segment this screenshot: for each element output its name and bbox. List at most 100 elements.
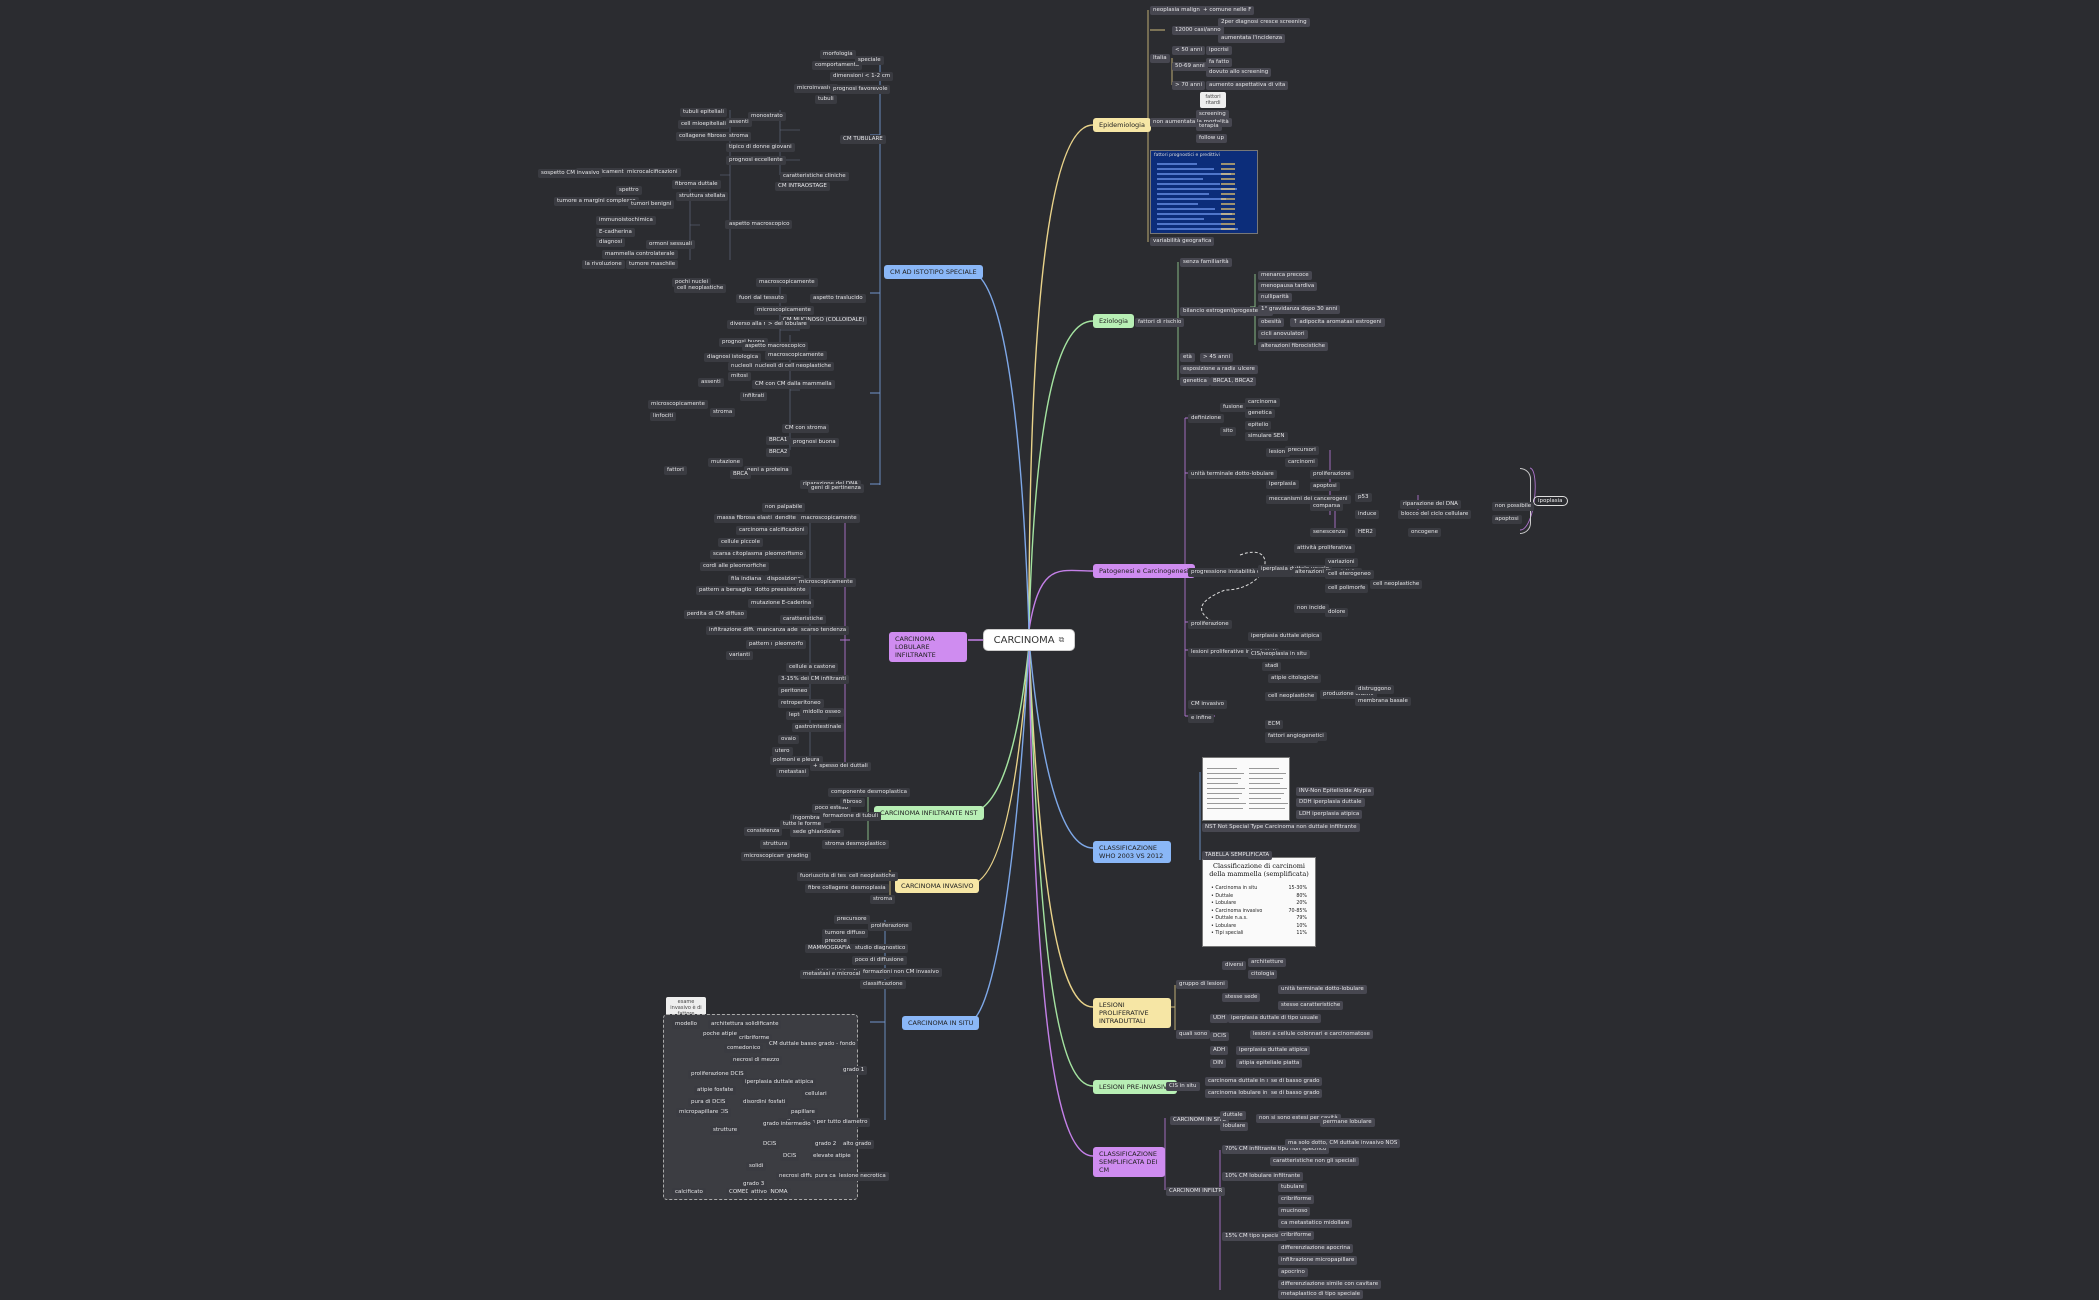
patogenesi-node[interactable]: cell polimorfe	[1325, 584, 1369, 593]
in-situ-group-node[interactable]: modello	[672, 1020, 701, 1029]
lobulare-node[interactable]: cordi alle pleomorfiche	[700, 562, 769, 571]
istotipo-speciale-node[interactable]: assenti	[726, 118, 752, 127]
classificazione-semplificata-node[interactable]: caratteristiche non gli speciali	[1270, 1157, 1359, 1166]
istotipo-speciale-node[interactable]: caratteristiche cliniche	[780, 172, 849, 181]
istotipo-speciale-node[interactable]: assenti	[698, 378, 724, 387]
lesioni-proliferative-node[interactable]: ADH	[1210, 1046, 1229, 1055]
istotipo-speciale-node[interactable]: mammella controlaterale	[602, 250, 678, 259]
in-situ-group-node[interactable]: alto grado	[840, 1140, 875, 1149]
lesioni-preinvasive-node[interactable]: carcinoma lobulare in situ	[1205, 1089, 1283, 1098]
istotipo-speciale-node[interactable]: speciale	[855, 56, 884, 65]
istotipo-speciale-node[interactable]: diverso alla mammella	[727, 320, 796, 329]
invasivo-node[interactable]: fibre collagene	[805, 884, 852, 893]
classificazione-semplificata-node[interactable]: non si sono estesi per cavità	[1256, 1114, 1341, 1123]
lobulare-node[interactable]: + spesso dei duttali	[810, 762, 871, 771]
lobulare-node[interactable]: utero	[772, 747, 793, 756]
branch-lobulare[interactable]: CARCINOMA LOBULARE INFILTRANTE	[889, 632, 967, 662]
patogenesi-node[interactable]: dolore	[1325, 608, 1349, 617]
patogenesi-node[interactable]: lesioni proliferative intraduttali	[1188, 648, 1280, 657]
branch-classificazione-who[interactable]: CLASSIFICAZIONE WHO 2003 VS 2012	[1093, 841, 1171, 863]
in-situ-node[interactable]: formazioni non CM invasivo	[860, 968, 942, 977]
eziologia-node[interactable]: cicli anovulatori	[1258, 330, 1308, 339]
eziologia-node[interactable]: ↑ adipocita aromatasi estrogeni	[1290, 318, 1385, 327]
in-situ-group-node[interactable]: grado 3	[740, 1180, 768, 1189]
patogenesi-node[interactable]: iperplasia duttale atipica	[1248, 632, 1323, 641]
patogenesi-node[interactable]: riparazione del DNA	[1400, 500, 1461, 509]
patogenesi-node[interactable]: produzione enzimi	[1320, 690, 1377, 699]
istotipo-speciale-node[interactable]: CM con stroma	[782, 424, 830, 433]
patogenesi-node[interactable]: proliferazione	[1188, 620, 1232, 629]
patogenesi-node[interactable]: CIS/neoplasia in situ	[1248, 650, 1310, 659]
in-situ-group-node[interactable]: necrosi di mezzo	[730, 1056, 783, 1065]
in-situ-group-node[interactable]: comedonico	[724, 1044, 764, 1053]
istotipo-speciale-node[interactable]: stroma	[726, 132, 752, 141]
in-situ-group-node[interactable]: attivo	[748, 1188, 770, 1197]
nst-node[interactable]: ingombrante	[790, 814, 832, 823]
lobulare-node[interactable]: dotto preesistente	[752, 586, 809, 595]
eziologia-node[interactable]: alterazioni fibrocistiche	[1258, 342, 1329, 351]
classificazione-semplificata-node[interactable]: cribriforme	[1278, 1195, 1315, 1204]
lobulare-node[interactable]: microscopicamente	[796, 578, 856, 587]
classificazione-semplificata-node[interactable]: ca metastatico midollare	[1278, 1219, 1353, 1228]
classificazione-semplificata-node[interactable]: differenziazione apocrina	[1278, 1244, 1354, 1253]
patogenesi-node[interactable]: comparsa	[1310, 502, 1344, 511]
epidemiologia-node[interactable]: Italia	[1150, 54, 1170, 63]
istotipo-speciale-node[interactable]: la rivoluzione	[582, 260, 625, 269]
epidemiologia-node[interactable]: aumentata l'incidenza	[1218, 34, 1286, 43]
epidemiologia-node[interactable]: aumento aspettativa di vita	[1206, 81, 1289, 90]
in-situ-node[interactable]: classificazione	[860, 980, 906, 989]
in-situ-group-node[interactable]: necrosi diffusa	[776, 1172, 823, 1181]
patogenesi-node[interactable]: carcinoma	[1245, 398, 1280, 407]
eziologia-node[interactable]: BRCA1, BRCA2	[1210, 377, 1257, 386]
lobulare-node[interactable]: mutazione E-caderina	[748, 599, 815, 608]
epidemiologia-node[interactable]: > 70 anni	[1172, 81, 1205, 90]
istotipo-speciale-node[interactable]: spettro	[616, 186, 642, 195]
lobulare-node[interactable]: massa fibrosa elastica	[714, 514, 782, 523]
istotipo-speciale-node[interactable]: fibroma duttale	[672, 180, 721, 189]
invasivo-node[interactable]: cell neoplastiche	[846, 872, 899, 881]
branch-epidemiologia[interactable]: Epidemiologia	[1093, 118, 1151, 132]
istotipo-speciale-node[interactable]: fattori	[664, 466, 687, 475]
in-situ-group-node[interactable]: grado 1	[840, 1066, 868, 1075]
patogenesi-node[interactable]: proliferazione	[1310, 470, 1354, 479]
classificazione-semplificata-node[interactable]: 15% CM tipo speciale	[1222, 1232, 1288, 1241]
lobulare-node[interactable]: cellule a castone	[786, 663, 839, 672]
eziologia-node[interactable]: bilancio estrogeni/progesterone	[1180, 307, 1274, 316]
in-situ-group-node[interactable]: cellulari	[802, 1090, 830, 1099]
eziologia-node[interactable]: età	[1180, 353, 1195, 362]
istotipo-speciale-node[interactable]: stroma	[710, 408, 736, 417]
classificazione-semplificata-node[interactable]: ma solo dotto, CM duttale invasivo NOS	[1285, 1139, 1401, 1148]
eziologia-node[interactable]: fattori di rischio	[1135, 318, 1185, 327]
istotipo-speciale-node[interactable]: sospetto CM invasivo	[538, 169, 603, 178]
lobulare-node[interactable]: polmoni e pleura	[770, 756, 823, 765]
istotipo-speciale-node[interactable]: struttura stellata	[676, 192, 729, 201]
nst-node[interactable]: grading	[784, 852, 812, 861]
lesioni-preinvasive-node[interactable]: CIS in situ	[1166, 1082, 1200, 1091]
lobulare-node[interactable]: varianti	[726, 651, 753, 660]
branch-patogenesi[interactable]: Patogenesi e Carcinogenesi	[1093, 564, 1195, 578]
lesioni-proliferative-node[interactable]: diversi	[1222, 961, 1247, 970]
istotipo-speciale-node[interactable]: nucleoli	[728, 362, 756, 371]
nst-node[interactable]: consistenza	[744, 827, 783, 836]
lesioni-preinvasive-node[interactable]: carcinoma duttale in situ	[1205, 1077, 1280, 1086]
branch-classificazione-semplificata[interactable]: CLASSIFICAZIONE SEMPLIFICATA DEI CM	[1093, 1147, 1165, 1177]
patogenesi-node[interactable]: definizione	[1188, 414, 1225, 423]
epidemiologia-node[interactable]: ipocrisi	[1206, 46, 1232, 55]
in-situ-node[interactable]: precursore	[834, 915, 870, 924]
patogenesi-node[interactable]: blocco del ciclo cellulare	[1398, 510, 1472, 519]
in-situ-group-node[interactable]: elevate atipie	[810, 1152, 854, 1161]
epidemiologia-node[interactable]: 2per diagnosi cresce screening	[1218, 18, 1310, 27]
branch-lesioni-proliferative[interactable]: LESIONI PROLIFERATIVE INTRADUTTALI	[1093, 998, 1171, 1028]
in-situ-group-node[interactable]: poche atipie	[700, 1030, 740, 1039]
lobulare-node[interactable]: dendite	[772, 514, 799, 523]
classificazione-semplificata-node[interactable]: differenziazione simile con cavitare	[1278, 1280, 1382, 1289]
lesioni-proliferative-node[interactable]: iperplasia duttale di tipo usuale	[1228, 1014, 1322, 1023]
eziologia-node[interactable]: menopausa tardiva	[1258, 282, 1318, 291]
root-node[interactable]: CARCINOMA ⧉	[984, 630, 1074, 650]
patogenesi-node[interactable]: atipie citologiche	[1268, 674, 1322, 683]
patogenesi-node[interactable]: precursori	[1285, 446, 1319, 455]
patogenesi-node[interactable]: membrana basale	[1355, 697, 1411, 706]
istotipo-speciale-node[interactable]: tumore a margini complesso	[554, 197, 639, 206]
patogenesi-node[interactable]: cell neoplastiche	[1265, 692, 1318, 701]
istotipo-speciale-node[interactable]: prognosi eccellente	[726, 156, 786, 165]
